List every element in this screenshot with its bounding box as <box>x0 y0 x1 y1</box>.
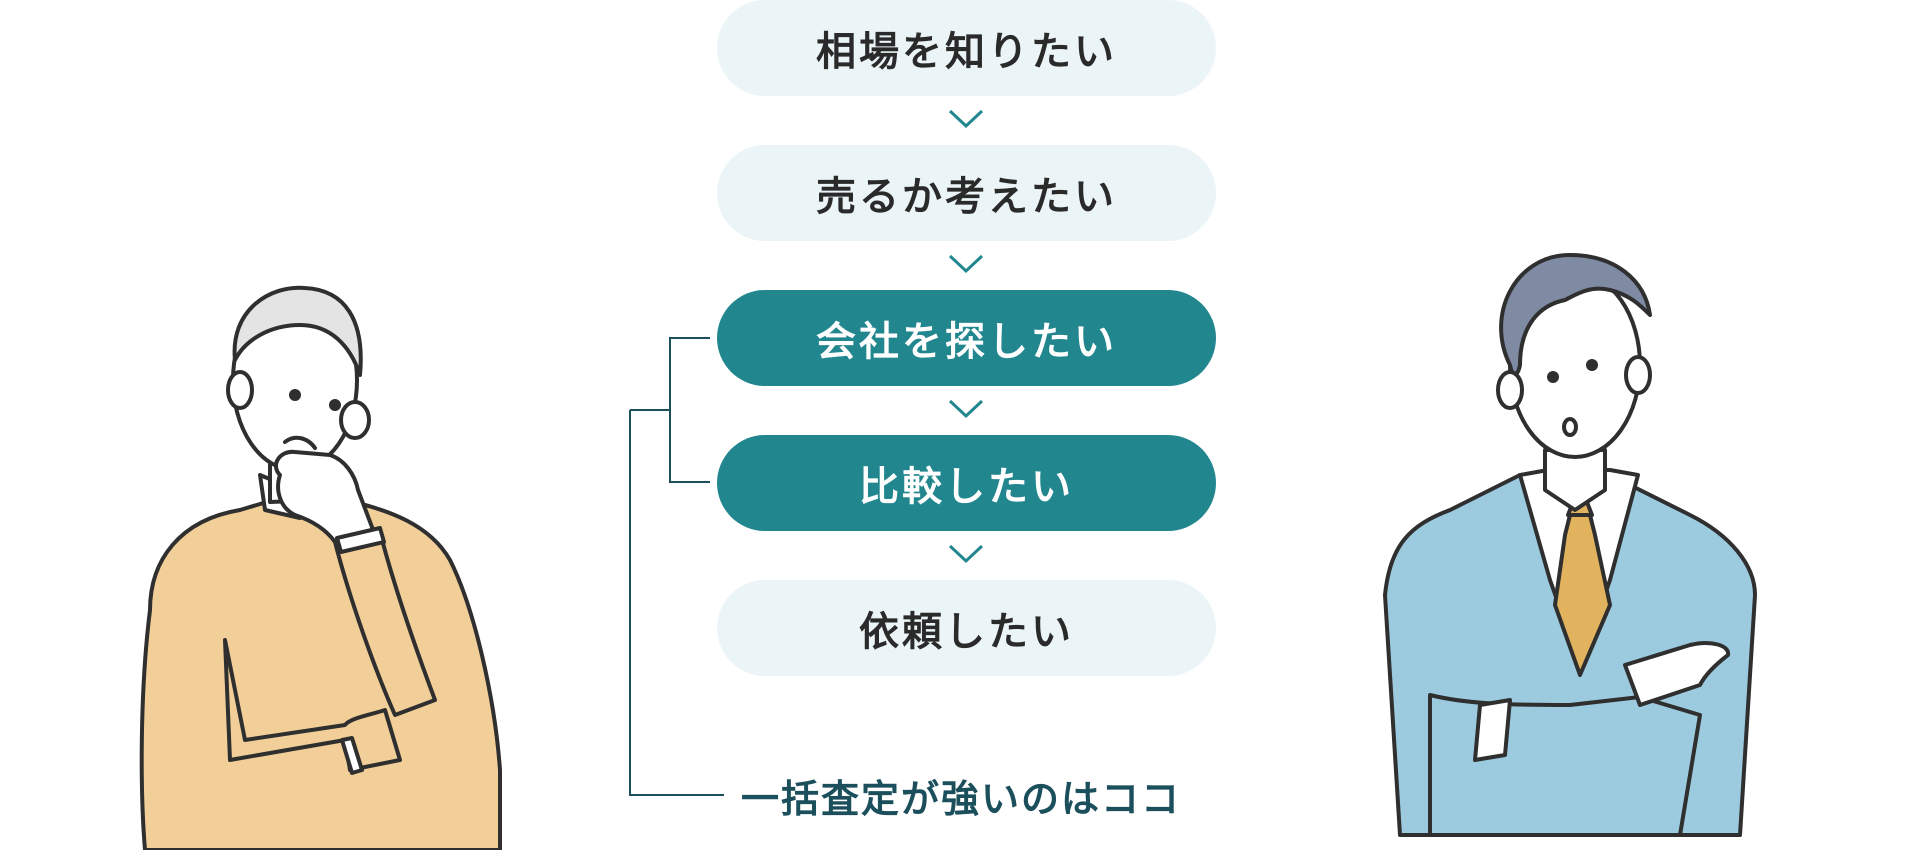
businessman-arms-crossed-icon <box>1383 253 1757 837</box>
step-box-1: 相場を知りたい <box>717 0 1216 96</box>
callout-text: 一括査定が強いのはココ <box>741 776 1182 821</box>
step-box-3-highlight: 会社を探したい <box>717 290 1216 386</box>
chevron-down-icon <box>948 254 984 274</box>
chevron-down-icon <box>948 109 984 129</box>
step-label-2: 売るか考えたい <box>816 174 1117 220</box>
step-box-5: 依頼したい <box>717 580 1216 676</box>
step-label-5: 依頼したい <box>859 609 1074 655</box>
step-label-3: 会社を探したい <box>816 319 1117 365</box>
step-label-1: 相場を知りたい <box>816 29 1117 75</box>
step-box-2: 売るか考えたい <box>717 145 1216 241</box>
chevron-down-icon <box>948 399 984 419</box>
step-box-4-highlight: 比較したい <box>717 435 1216 531</box>
chevron-down-icon <box>948 544 984 564</box>
step-label-4: 比較したい <box>859 464 1074 510</box>
thinking-man-icon <box>139 285 502 850</box>
